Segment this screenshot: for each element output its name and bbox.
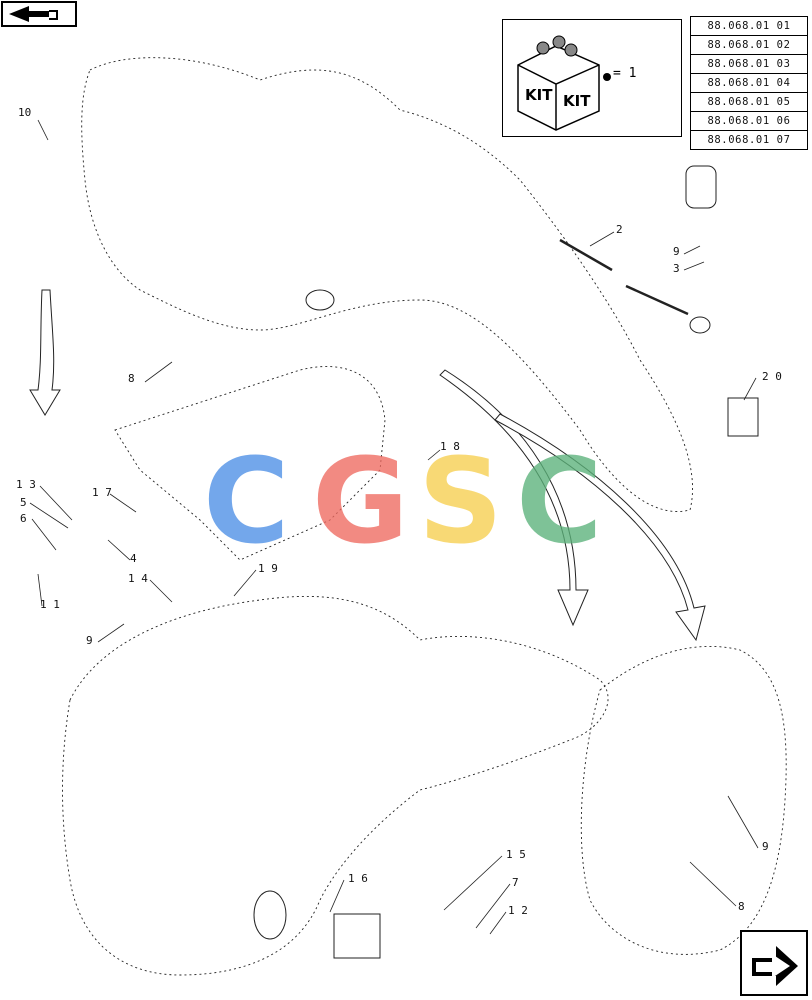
document-icon [727, 397, 759, 437]
reference-cell[interactable]: 88.068.01 04 [690, 73, 808, 93]
callout-11[interactable]: 1 1 [40, 598, 60, 611]
reference-cell[interactable]: 88.068.01 03 [690, 54, 808, 74]
reference-row: 88.068.01 01 [690, 16, 808, 36]
cylinder-lower [253, 890, 287, 940]
reference-row: 88.068.01 02 [690, 35, 808, 55]
callout-20[interactable]: 2 0 [762, 370, 782, 383]
kit-quantity: = 1 [613, 66, 637, 81]
arrow-back-icon [9, 6, 58, 22]
callout-8b[interactable]: 8 [738, 900, 745, 913]
callout-13[interactable]: 1 3 [16, 478, 36, 491]
arrow-forward-icon [752, 946, 798, 986]
callout-16[interactable]: 1 6 [348, 872, 368, 885]
watermark-letter-g: G [312, 432, 409, 570]
callout-5[interactable]: 5 [20, 496, 27, 509]
callout-8[interactable]: 8 [128, 372, 135, 385]
callout-19[interactable]: 1 9 [258, 562, 278, 575]
reference-row: 88.068.01 03 [690, 54, 808, 74]
callout-3[interactable]: 3 [673, 262, 680, 275]
detail-frame-outline [580, 645, 787, 955]
callout-6[interactable]: 6 [20, 512, 27, 525]
kit-label-left: KIT [525, 86, 553, 104]
callout-14[interactable]: 1 4 [128, 572, 148, 585]
reference-cell[interactable]: 88.068.01 06 [690, 111, 808, 131]
flow-arrow-left [29, 289, 61, 416]
callout-4[interactable]: 4 [130, 552, 137, 565]
kit-label-right: KIT [563, 92, 591, 110]
callout-9[interactable]: 9 [673, 245, 680, 258]
callout-2[interactable]: 2 [616, 223, 623, 236]
nav-next-button[interactable] [740, 930, 808, 996]
reference-row: 88.068.01 05 [690, 92, 808, 112]
nav-prev-button[interactable] [1, 1, 77, 27]
joystick-mount [689, 316, 711, 334]
callout-10[interactable]: 10 [18, 106, 32, 119]
reference-cell[interactable]: 88.068.01 01 [690, 16, 808, 36]
joystick-handle [685, 165, 717, 209]
lower-frame-outline [62, 595, 609, 976]
callout-17[interactable]: 1 7 [92, 486, 112, 499]
callout-9c[interactable]: 9 [762, 840, 769, 853]
watermark-letter-s: S [418, 432, 503, 570]
control-box [333, 913, 381, 959]
callout-15[interactable]: 1 5 [506, 848, 526, 861]
cylinder-upper [305, 289, 335, 311]
rod-part-3 [625, 284, 689, 316]
callout-12[interactable]: 1 2 [508, 904, 528, 917]
upper-frame-outline [81, 57, 693, 512]
reference-cell[interactable]: 88.068.01 02 [690, 35, 808, 55]
watermark-letter-c1: C [203, 432, 290, 570]
kit-cube-icon: KIT KIT [517, 35, 611, 131]
callout-9b[interactable]: 9 [86, 634, 93, 647]
hose-part-2 [559, 238, 613, 272]
reference-cell[interactable]: 88.068.01 07 [690, 130, 808, 150]
callout-7[interactable]: 7 [512, 876, 519, 889]
reference-cell[interactable]: 88.068.01 05 [690, 92, 808, 112]
reference-row: 88.068.01 07 [690, 130, 808, 150]
kit-box: KIT KIT [502, 19, 682, 137]
flow-arrow-right [494, 413, 706, 642]
callout-18[interactable]: 1 8 [440, 440, 460, 453]
watermark-letter-c2: C [516, 432, 603, 570]
reference-row: 88.068.01 06 [690, 111, 808, 131]
reference-row: 88.068.01 04 [690, 73, 808, 93]
